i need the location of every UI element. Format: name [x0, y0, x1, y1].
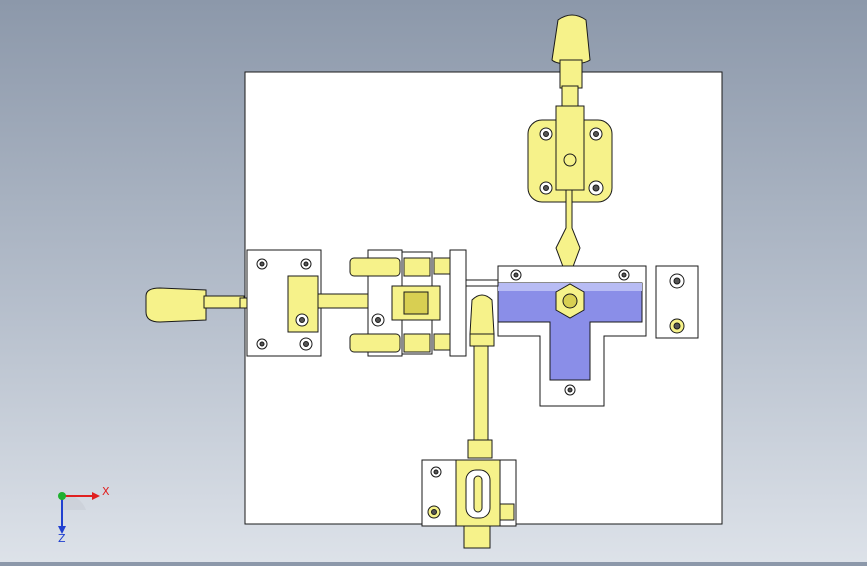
axis-y-dot-icon: [58, 492, 66, 500]
vertical-shaft: [473, 345, 489, 441]
t-block-fixture[interactable]: [497, 265, 699, 407]
top-clamp-handle: [551, 14, 591, 65]
coordinate-triad: X Z: [40, 482, 110, 546]
top-toggle-clamp[interactable]: [527, 14, 613, 282]
top-clamp-handle-neck: [559, 59, 583, 89]
guide-block[interactable]: [349, 249, 499, 357]
left-toggle-clamp[interactable]: [145, 249, 369, 357]
left-clamp-plunger: [317, 293, 369, 309]
axis-x-label: X: [102, 485, 110, 498]
left-clamp-handle: [145, 287, 207, 323]
left-clamp-handle-neck: [203, 295, 245, 309]
axis-z-label: Z: [58, 532, 66, 545]
vertical-shaft-assembly[interactable]: [421, 294, 517, 549]
top-clamp-link: [555, 189, 581, 282]
blue-tube: [497, 282, 643, 381]
